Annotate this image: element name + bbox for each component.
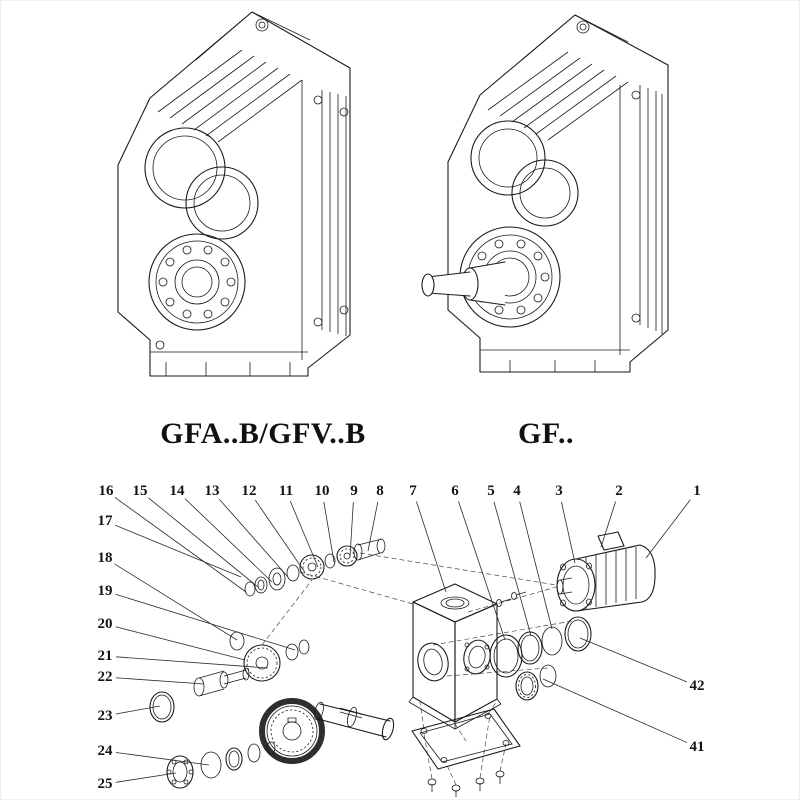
callout-13: 13: [205, 483, 220, 499]
leader-line-7: [416, 501, 447, 593]
callout-23: 23: [98, 708, 113, 724]
leader-line-4: [519, 501, 553, 630]
input-shaft-assembly-drawing: [244, 538, 386, 597]
callout-14: 14: [170, 483, 186, 499]
leader-line-16: [114, 497, 247, 593]
callout-7: 7: [409, 483, 417, 499]
callout-8: 8: [376, 483, 384, 499]
leader-line-42: [579, 637, 687, 683]
leader-line-18: [114, 563, 238, 641]
leader-line-11: [289, 500, 319, 568]
intermediate-gear-drawing: [149, 631, 310, 723]
exploded-view-drawing: [149, 531, 656, 797]
callout-4: 4: [513, 483, 521, 499]
callout-5: 5: [487, 483, 495, 499]
callout-22: 22: [98, 669, 113, 685]
callout-24: 24: [98, 743, 114, 759]
assembly-bolts-drawing: [496, 591, 527, 607]
callout-11: 11: [279, 483, 293, 499]
leader-line-24: [115, 752, 210, 766]
leader-line-23: [115, 705, 161, 715]
leader-line-22: [115, 677, 205, 685]
leader-line-15: [148, 497, 259, 588]
callout-41: 41: [690, 739, 705, 755]
model-label-left: GFA..B/GFV..B: [160, 417, 366, 450]
leader-line-19: [115, 593, 296, 651]
leader-line-41: [542, 678, 688, 743]
leader-line-13: [218, 498, 289, 578]
leader-line-6: [458, 501, 506, 641]
housing-drawing: [408, 583, 502, 730]
gearbox-left-drawing: [117, 11, 351, 377]
callout-17: 17: [98, 513, 114, 529]
gearbox-right-drawing: [421, 14, 669, 373]
callout-42: 42: [690, 678, 705, 694]
rings-drawing: [489, 616, 592, 701]
motor-drawing: [556, 531, 656, 612]
cover-plate-drawing: [411, 708, 521, 797]
leader-line-3: [560, 501, 576, 564]
callout-19: 19: [98, 583, 113, 599]
leader-line-8: [367, 501, 379, 552]
bottom-parts-drawing: [166, 741, 276, 789]
leader-line-1: [645, 499, 691, 559]
leader-line-5: [493, 501, 532, 637]
leader-line-14: [184, 498, 273, 583]
leader-line-12: [254, 499, 305, 572]
output-gear-shaft-drawing: [259, 698, 395, 764]
leader-line-20: [115, 626, 246, 661]
callout-15: 15: [133, 483, 148, 499]
leader-line-2: [600, 501, 617, 548]
callout-20: 20: [98, 616, 113, 632]
model-label-right: GF..: [518, 417, 574, 450]
leader-line-21: [115, 656, 269, 669]
leader-line-25: [115, 772, 177, 783]
callout-3: 3: [555, 483, 563, 499]
callout-1: 1: [693, 483, 701, 499]
leader-line-10: [323, 501, 335, 563]
callout-10: 10: [315, 483, 330, 499]
callout-21: 21: [98, 648, 113, 664]
callout-16: 16: [99, 483, 115, 499]
callout-25: 25: [98, 776, 113, 792]
callout-18: 18: [98, 550, 113, 566]
callout-9: 9: [350, 483, 358, 499]
callout-12: 12: [242, 483, 257, 499]
callout-2: 2: [615, 483, 623, 499]
leader-line-9: [349, 501, 354, 558]
leader-line-17: [115, 524, 242, 578]
callout-6: 6: [451, 483, 459, 499]
